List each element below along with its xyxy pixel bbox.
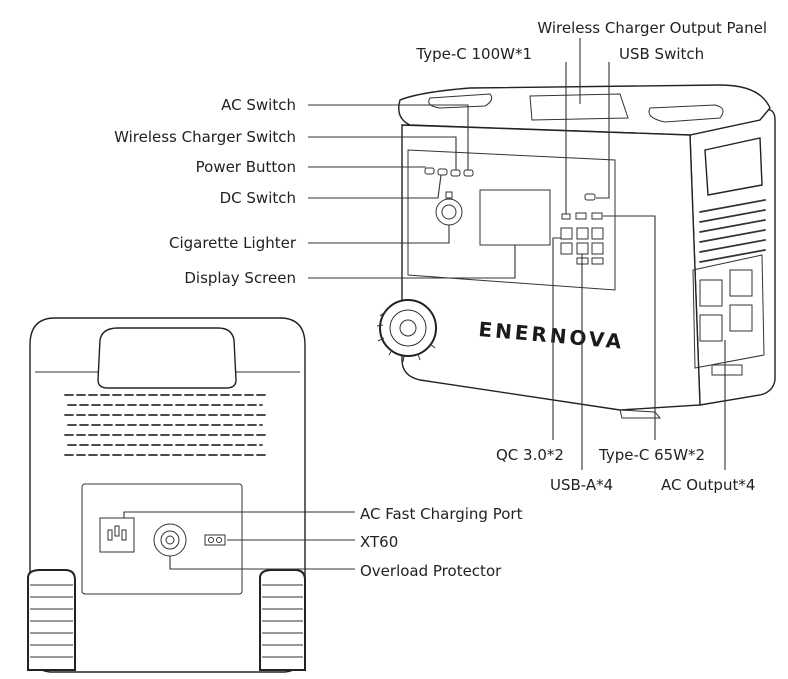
wireless-charger-pad (529, 93, 629, 121)
label-dc-switch: DC Switch (220, 189, 296, 207)
ac-outlet-2[interactable] (729, 269, 753, 297)
label-usb-switch: USB Switch (619, 45, 704, 63)
lid-right-handle (648, 104, 724, 123)
labels: Wireless Charger Output Panel Type-C 100… (114, 19, 767, 580)
control-panel (407, 149, 616, 291)
label-cigarette-lighter: Cigarette Lighter (169, 234, 297, 252)
lid-left-handle (428, 93, 493, 109)
dc-switch-button[interactable] (437, 168, 448, 176)
label-ac-switch: AC Switch (221, 96, 296, 114)
ac-outlet-3[interactable] (699, 314, 723, 342)
typec-65w-port-1[interactable] (575, 212, 587, 220)
label-qc30: QC 3.0*2 (496, 446, 564, 464)
label-ac-output: AC Output*4 (661, 476, 755, 494)
usb-switch-button[interactable] (584, 193, 596, 201)
back-vents (64, 394, 266, 456)
qc30-port-1[interactable] (560, 227, 573, 240)
typec-65w-port-2[interactable] (591, 212, 603, 220)
ac-outlet-1[interactable] (699, 279, 723, 307)
label-wireless-charger-switch: Wireless Charger Switch (114, 128, 296, 146)
label-wireless-charger-output-panel: Wireless Charger Output Panel (537, 19, 767, 37)
label-overload-protector: Overload Protector (360, 562, 502, 580)
label-display-screen: Display Screen (184, 269, 296, 287)
xt60-port[interactable] (204, 534, 226, 546)
back-body (29, 317, 306, 673)
label-xt60: XT60 (360, 533, 398, 551)
power-button[interactable] (424, 167, 435, 175)
usba-port-1[interactable] (576, 227, 589, 240)
label-power-button: Power Button (196, 158, 296, 176)
side-handle (704, 137, 763, 196)
label-usba: USB-A*4 (550, 476, 613, 494)
ac-output-panel (692, 254, 765, 369)
front-unit: ENERNOVA (376, 84, 776, 419)
usba-port-4[interactable] (591, 242, 604, 255)
rear-input-panel (81, 483, 243, 595)
back-unit (27, 317, 306, 673)
side-vents (699, 199, 766, 263)
back-handle (97, 327, 237, 389)
usba-port-2[interactable] (591, 227, 604, 240)
ac-outlet-4[interactable] (729, 304, 753, 332)
label-typec-100w: Type-C 100W*1 (415, 45, 532, 63)
label-ac-fast-charging-port: AC Fast Charging Port (360, 505, 523, 523)
qc30-port-2[interactable] (560, 242, 573, 255)
front-wheel-left (379, 299, 437, 357)
callout-lines (123, 38, 726, 570)
unit-front-face (401, 124, 701, 411)
label-typec-65w: Type-C 65W*2 (598, 446, 705, 464)
ac-fast-charging-port[interactable] (99, 517, 135, 553)
